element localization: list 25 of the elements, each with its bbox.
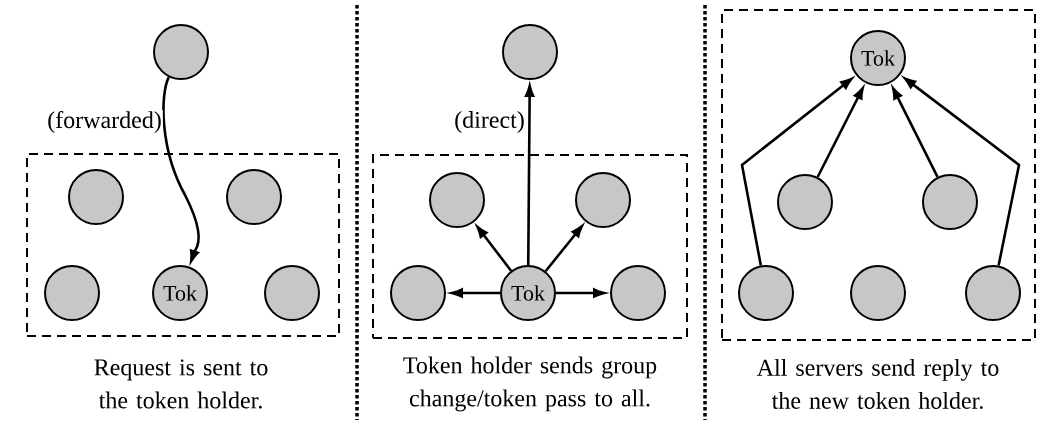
caption: All servers send reply to the new token holder. <box>756 359 999 409</box>
edge-label: (forwarded) <box>46 110 163 134</box>
group-box <box>26 153 340 337</box>
server-circle <box>777 174 833 230</box>
group-box <box>372 154 688 339</box>
server-circle <box>429 172 485 228</box>
server-circle <box>153 24 209 80</box>
server-circle <box>575 172 631 228</box>
server-circle <box>850 265 906 321</box>
arrow <box>544 225 583 272</box>
arrow <box>476 225 513 272</box>
server-circle <box>390 265 446 321</box>
server-circle <box>922 174 978 230</box>
caption: Token holder sends group change/token pass to all. <box>403 356 657 412</box>
server-circle <box>738 265 794 321</box>
caption: Request is sent to the token holder. <box>94 359 268 409</box>
edge-label: (direct) <box>453 110 526 134</box>
server-circle <box>68 169 124 225</box>
server-circle <box>226 169 282 225</box>
server-circle <box>965 265 1021 321</box>
server-circle <box>610 265 666 321</box>
server-circle <box>44 265 100 321</box>
server-circle <box>502 24 558 80</box>
group-box <box>721 9 1036 341</box>
server-circle <box>264 265 320 321</box>
